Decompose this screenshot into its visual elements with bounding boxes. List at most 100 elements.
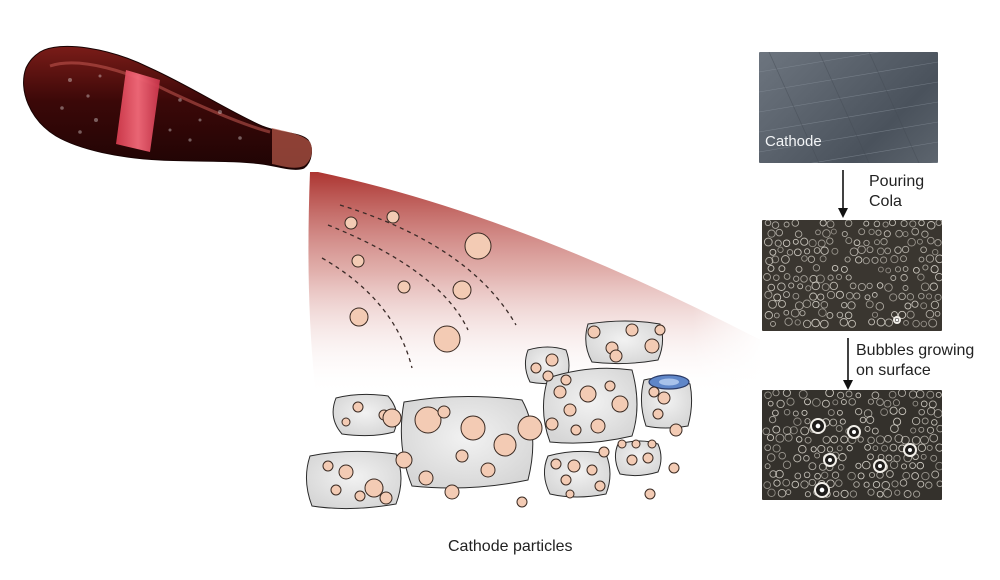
- micro-bubble: [855, 462, 862, 469]
- micro-bubble: [915, 390, 925, 399]
- micro-bubble: [840, 265, 848, 273]
- micro-bubble: [783, 273, 791, 280]
- micro-bubble: [821, 399, 830, 408]
- micro-bubble: [801, 409, 808, 416]
- micro-bubble: [844, 311, 853, 320]
- micro-bubble: [897, 390, 907, 397]
- micro-bubble: [894, 489, 901, 496]
- micro-bubble: [773, 312, 780, 319]
- micro-bubble: [829, 418, 838, 427]
- micro-bubble: [793, 248, 802, 257]
- micro-bubble: [764, 311, 773, 320]
- micro-bubble: [803, 455, 810, 462]
- micro-bubble: [868, 228, 875, 236]
- micro-bubble: [789, 426, 798, 435]
- micro-bubble: [863, 220, 870, 227]
- micro-bubble: [822, 435, 831, 444]
- surface-bubbles: [322, 323, 683, 508]
- micro-bubble: [767, 488, 776, 497]
- micro-bubble: [898, 310, 907, 319]
- micro-bubble: [918, 292, 925, 300]
- micro-bubble: [936, 424, 942, 433]
- micro-bubble: [847, 301, 856, 310]
- micro-bubble: [902, 285, 909, 291]
- micro-bubble: [763, 237, 773, 247]
- micro-bubble: [902, 266, 909, 272]
- micro-bubble: [912, 319, 920, 328]
- micro-bubble: [894, 246, 902, 254]
- micro-bubble: [889, 293, 898, 302]
- micro-bubble: [818, 308, 827, 317]
- micro-bubble: [819, 319, 829, 329]
- micro-bubble: [893, 454, 901, 463]
- large-bubble-core: [878, 464, 882, 468]
- micro-bubble: [767, 400, 774, 407]
- micro-bubble: [848, 319, 856, 328]
- micro-bubble: [927, 236, 935, 245]
- micro-bubble: [839, 318, 849, 327]
- micro-bubble: [837, 391, 845, 399]
- micro-bubble: [888, 390, 897, 399]
- micro-bubble: [889, 406, 898, 415]
- micro-bubble: [831, 264, 839, 272]
- micro-bubble: [837, 464, 845, 471]
- large-bubble-core: [895, 318, 899, 322]
- step2-line2: on surface: [856, 362, 931, 379]
- micro-bubble: [880, 256, 888, 264]
- micro-bubble: [812, 300, 820, 309]
- micro-bubble: [767, 229, 776, 238]
- micro-bubble: [822, 229, 831, 238]
- micro-bubble: [798, 444, 807, 454]
- micro-bubble: [901, 435, 910, 445]
- micro-bubble: [890, 255, 899, 264]
- micro-bubble: [810, 446, 817, 453]
- large-bubble-core: [852, 430, 856, 434]
- micro-bubble: [772, 444, 781, 453]
- micro-bubble: [820, 301, 829, 309]
- micro-bubble: [883, 488, 893, 498]
- micro-bubble: [888, 220, 897, 227]
- micro-bubble: [794, 301, 804, 311]
- micro-bubble: [930, 300, 940, 310]
- micro-bubble: [909, 220, 917, 228]
- micro-bubble: [866, 246, 874, 254]
- micro-bubble: [902, 231, 909, 238]
- micro-bubble: [906, 310, 915, 319]
- micro-bubble: [875, 302, 885, 311]
- micro-bubble: [770, 320, 776, 327]
- micro-bubble: [876, 282, 884, 289]
- micro-bubble: [832, 399, 839, 406]
- large-bubble-core: [828, 458, 832, 462]
- micro-bubble: [900, 255, 907, 263]
- micro-bubble: [795, 436, 803, 443]
- micro-bubble: [813, 247, 821, 254]
- micro-bubble: [903, 490, 912, 498]
- micro-bubble: [808, 239, 817, 248]
- micro-bubble: [778, 451, 786, 460]
- micro-bubble: [931, 470, 940, 479]
- micro-bubble: [917, 480, 925, 488]
- micro-bubble: [778, 299, 786, 308]
- micro-bubble: [817, 293, 825, 301]
- micro-bubble: [912, 400, 919, 407]
- micro-bubble: [874, 239, 880, 246]
- micro-bubble: [817, 444, 826, 454]
- micro-bubble: [871, 391, 880, 400]
- micro-bubble: [833, 490, 840, 498]
- micro-bubble: [835, 273, 843, 281]
- micro-bubble: [910, 427, 917, 434]
- micro-bubble: [791, 480, 800, 489]
- micro-bubble: [863, 239, 870, 247]
- step-pouring-cola: Pouring Cola: [869, 172, 924, 212]
- micro-bubble: [798, 390, 808, 399]
- micro-bubble: [916, 238, 923, 245]
- micro-bubble: [826, 446, 834, 453]
- micro-bubble: [788, 282, 795, 289]
- micro-bubble: [795, 265, 803, 273]
- micro-bubble: [878, 266, 884, 273]
- micro-bubble: [864, 425, 871, 432]
- micro-bubble: [925, 481, 933, 489]
- micro-bubble: [782, 239, 791, 247]
- micro-bubble: [863, 481, 870, 488]
- micro-bubble: [864, 444, 871, 451]
